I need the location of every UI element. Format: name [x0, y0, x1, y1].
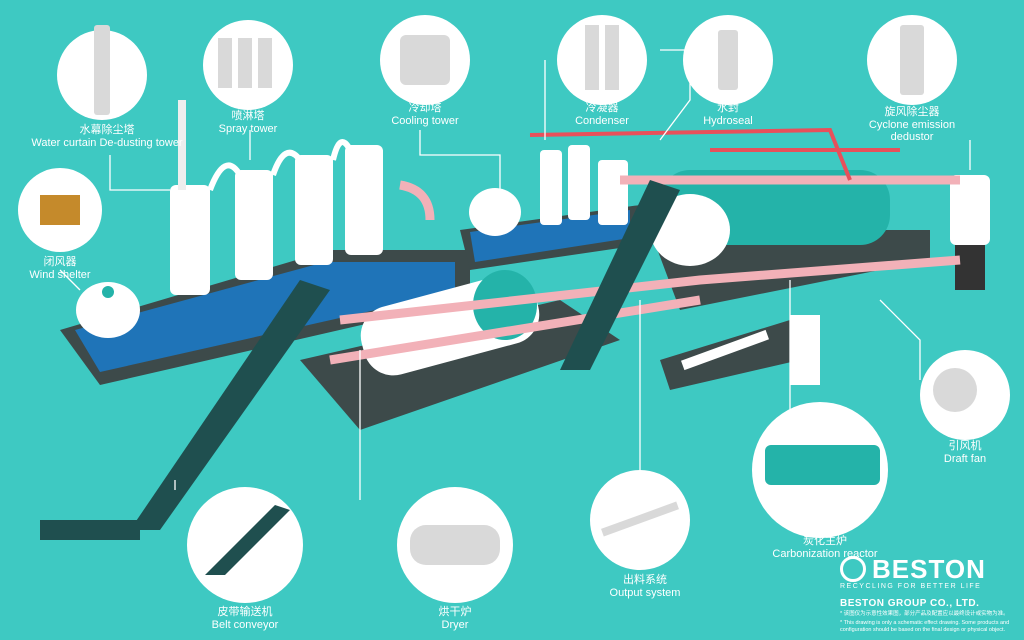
thumbnail-dryer	[397, 487, 513, 603]
thumbnail-carbonization	[752, 402, 888, 538]
beston-logo-icon	[840, 556, 866, 583]
label-condenser-zh: 冷凝器	[585, 101, 619, 114]
label-wind-shelter: 闭风器 Wind shelter	[20, 255, 100, 281]
thumbnail-output	[590, 470, 690, 570]
label-spray-tower-zh: 喷淋塔	[231, 109, 265, 122]
brand-note-zh: * 该图仅为示意性效果图，部分产品及配置应以最终设计或实物为准。	[840, 610, 1009, 617]
label-belt-en: Belt conveyor	[211, 618, 279, 631]
label-dryer-zh: 烘干炉	[438, 605, 472, 618]
belt-conveyor-main	[40, 280, 330, 540]
pipe-network	[329, 175, 961, 365]
output-screw	[681, 315, 820, 385]
left-platform-water	[75, 262, 455, 372]
brand-note-en: * This drawing is only a schematic effec…	[840, 619, 1010, 633]
label-cyclone-en: Cyclone emission	[868, 118, 956, 131]
thumbnail-cyclone	[867, 15, 957, 105]
brand-name: BESTON	[872, 553, 986, 584]
label-condenser: 冷凝器 Condenser	[562, 101, 642, 127]
label-output-en: Output system	[609, 586, 681, 599]
label-spray-tower-en: Spray tower	[218, 122, 278, 135]
belt-conveyor-right	[560, 180, 680, 370]
label-belt-zh: 皮带输送机	[217, 605, 273, 618]
label-cooling-tower-zh: 冷却塔	[408, 101, 442, 114]
label-output: 出料系统 Output system	[595, 573, 695, 599]
output-base	[660, 320, 800, 390]
label-hydroseal-zh: 水封	[717, 101, 739, 114]
label-cooling-tower: 冷却塔 Cooling tower	[375, 101, 475, 127]
label-carbonization-zh: 炭化主炉	[803, 534, 847, 547]
label-belt: 皮带输送机 Belt conveyor	[200, 605, 290, 631]
thumbnail-belt	[187, 487, 303, 603]
thumbnail-hydroseal	[683, 15, 773, 105]
label-dryer: 烘干炉 Dryer	[415, 605, 495, 631]
brand-group: BESTON GROUP CO., LTD.	[840, 597, 980, 609]
brand-logo: BESTON	[840, 554, 1010, 585]
cooling-tower-middle	[469, 188, 521, 236]
center-base	[300, 300, 620, 430]
brand-tagline: RECYCLING FOR BETTER LIFE	[840, 582, 982, 590]
label-water-curtain-zh: 水幕除尘塔	[79, 123, 135, 136]
label-output-zh: 出料系统	[623, 573, 667, 586]
label-cyclone: 旋风除尘器 Cyclone emission dedustor	[857, 105, 967, 144]
thumbnail-draft-fan	[920, 350, 1010, 440]
brand-block: BESTON RECYCLING FOR BETTER LIFE BESTON …	[840, 554, 1010, 634]
label-cyclone-zh: 旋风除尘器	[884, 105, 940, 118]
label-condenser-en: Condenser	[575, 114, 629, 127]
label-wind-shelter-en: Wind shelter	[29, 268, 91, 281]
carbonization-reactor-main	[650, 170, 990, 290]
label-cooling-tower-en: Cooling tower	[391, 114, 459, 127]
thumbnail-cooling-tower	[380, 15, 470, 105]
thumbnail-condenser	[557, 15, 647, 105]
cooling-tower-left	[76, 282, 140, 338]
label-hydroseal-en: Hydroseal	[703, 114, 753, 127]
spray-tower-group	[170, 100, 383, 295]
label-hydroseal: 水封 Hydroseal	[690, 101, 766, 127]
label-spray-tower: 喷淋塔 Spray tower	[208, 109, 288, 135]
thumbnail-wind-shelter	[18, 168, 102, 252]
middle-platform-water	[470, 210, 630, 262]
thumbnail-water-curtain	[57, 25, 147, 120]
label-draft-fan-en: Draft fan	[943, 452, 987, 465]
red-rail	[529, 127, 900, 181]
thumbnail-spray-tower	[203, 20, 293, 110]
condenser-group	[540, 145, 628, 225]
label-wind-shelter-zh: 闭风器	[43, 255, 77, 268]
label-draft-fan-zh: 引风机	[948, 439, 982, 452]
label-water-curtain: 水幕除尘塔 Water curtain De-dusting tower	[22, 123, 192, 149]
label-dryer-en: Dryer	[441, 618, 469, 631]
label-cyclone-en2: dedustor	[890, 131, 934, 144]
label-draft-fan: 引风机 Draft fan	[925, 439, 1005, 465]
label-water-curtain-en: Water curtain De-dusting tower	[31, 136, 183, 149]
